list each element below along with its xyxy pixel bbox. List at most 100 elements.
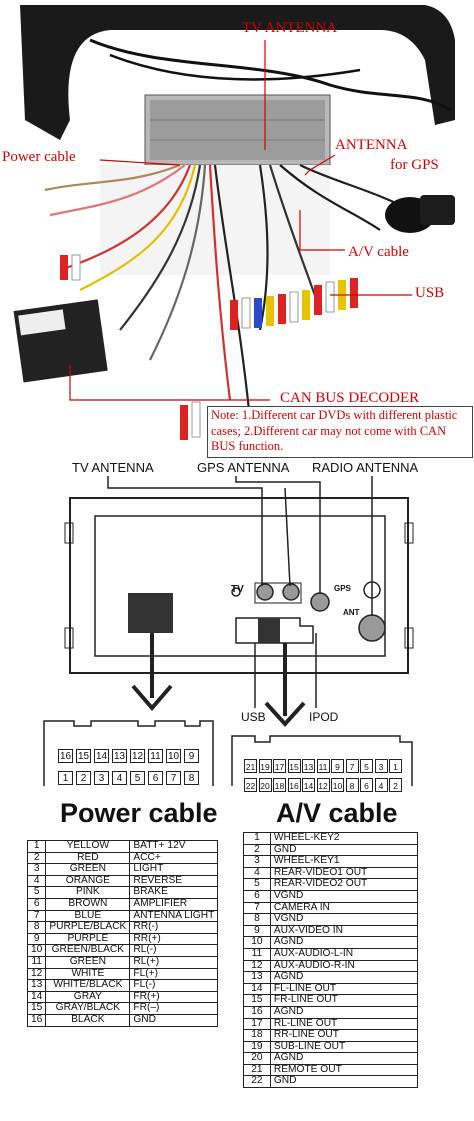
power-pin-n: 3	[26, 863, 47, 876]
power-pin-n: 7	[26, 909, 47, 923]
gps-port-label: GPS	[334, 584, 351, 593]
av-pin-n: 15	[243, 994, 271, 1007]
av-connector-pin-box: 9	[331, 759, 344, 773]
power-pin-func: RR(-)	[129, 921, 219, 934]
av-pin-func: SUB-LINE OUT	[269, 1040, 419, 1054]
ant-port-label: ANT	[343, 608, 360, 617]
av-connector-pin-box: 22	[244, 778, 257, 792]
av-pin-n: 12	[243, 959, 271, 973]
av-connector-pin-box: 11	[316, 759, 330, 773]
power-pin-n: 15	[26, 1002, 47, 1015]
av-pin-func: GND	[269, 1075, 419, 1089]
av-pin-n: 16	[243, 1005, 271, 1019]
power-connector-pin-box: 12	[130, 749, 145, 763]
power-connector-pin-box: 6	[148, 771, 163, 785]
power-connector-pin-box: 1	[58, 771, 73, 785]
power-pin-color: WHITE/BLACK	[45, 979, 131, 992]
av-pin-func: WHEEL-KEY2	[269, 832, 419, 845]
for-gps-label: for GPS	[390, 157, 439, 173]
av-pin-func: REAR-VIDEO2 OUT	[269, 878, 419, 891]
power-pin-color: YELLOW	[45, 840, 131, 853]
av-connector-pin-box: 12	[316, 778, 330, 792]
usb-label: USB	[415, 285, 445, 301]
av-pin-n: 18	[243, 1029, 271, 1042]
av-pin-func: GND	[269, 843, 419, 857]
av-connector-pin-box: 19	[258, 759, 272, 773]
av-pin-func: AGND	[269, 1052, 419, 1065]
av-pin-func: RR-LINE OUT	[269, 1029, 419, 1042]
power-connector-pin-box: 10	[166, 749, 181, 763]
gps-antenna-header: GPS ANTENNA	[197, 460, 290, 475]
av-pin-n: 21	[243, 1063, 271, 1077]
power-pin-color: RED	[45, 851, 131, 865]
power-pin-func: REVERSE	[129, 874, 219, 888]
power-pin-func: FL(-)	[129, 979, 219, 992]
power-pin-func: RR(+)	[129, 932, 219, 946]
power-pin-n: 16	[26, 1013, 47, 1027]
av-pin-n: 6	[243, 889, 271, 903]
note-box: Note: 1.Different car DVDs with differen…	[207, 406, 473, 458]
power-connector-pin-box: 4	[112, 771, 127, 785]
power-pin-color: PINK	[45, 886, 131, 899]
power-connector-pin-box: 15	[76, 749, 91, 763]
power-pin-func: FL(+)	[129, 967, 219, 981]
av-pin-n: 2	[243, 843, 271, 857]
power-pin-n: 5	[26, 886, 47, 899]
av-pin-n: 4	[243, 866, 271, 880]
av-connector-pin-box: 13	[302, 759, 315, 773]
power-pin-color: PURPLE/BLACK	[45, 921, 131, 934]
unit-back-panel	[64, 476, 414, 727]
power-pin-func: AMPLIFIER	[129, 897, 219, 911]
av-pin-n: 9	[243, 924, 271, 938]
ipod-port-label: IPOD	[309, 710, 339, 724]
power-pin-func: RL(-)	[129, 944, 219, 957]
power-pin-n: 10	[26, 944, 47, 957]
av-connector-pin-box: 6	[360, 778, 373, 792]
av-pin-func: AUX-AUDIO-R-IN	[269, 959, 419, 973]
av-pin-func: CAMERA IN	[269, 901, 419, 915]
av-pin-n: 5	[243, 878, 271, 891]
av-pin-func: REMOTE OUT	[269, 1063, 419, 1077]
av-pin-func: AUX-AUDIO-L-IN	[269, 947, 419, 961]
power-pin-color: GREEN	[45, 955, 131, 969]
av-connector-pin-box: 16	[287, 778, 301, 792]
power-pin-color: GREEN	[45, 863, 131, 876]
av-connector-pin-box: 7	[345, 759, 359, 773]
av-connector-pin-box: 3	[374, 759, 388, 773]
av-connector-pin-box: 14	[302, 778, 315, 792]
power-pin-func: BATT+ 12V	[129, 840, 219, 853]
av-pin-func: AGND	[269, 936, 419, 949]
power-pin-color: GRAY/BLACK	[45, 1002, 131, 1015]
connector-outlines	[43, 720, 413, 786]
power-pin-color: GREEN/BLACK	[45, 944, 131, 957]
av-pin-func: AUX-VIDEO IN	[269, 924, 419, 938]
av-pin-func: AGND	[269, 1005, 419, 1019]
power-connector-pin-box: 5	[130, 771, 145, 785]
power-connector-pin-box: 16	[58, 749, 73, 763]
power-pin-n: 2	[26, 851, 47, 865]
av-pin-n: 22	[243, 1075, 271, 1089]
av-pin-func: RL-LINE OUT	[269, 1017, 419, 1031]
